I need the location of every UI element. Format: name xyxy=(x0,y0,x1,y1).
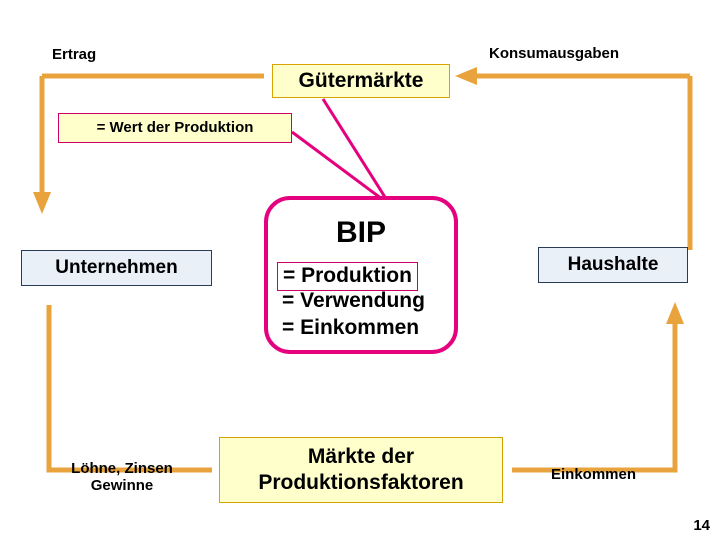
label-einkommen: Einkommen xyxy=(551,466,637,483)
box-guetermaerkte: Gütermärkte xyxy=(272,64,450,98)
arrow-loehne-shaft xyxy=(46,305,212,473)
label-konsumausgaben: Konsumausgaben xyxy=(489,45,620,62)
bip-line-einkommen: = Einkommen xyxy=(282,316,420,339)
box-bip: BIP = Produktion = Verwendung = Einkomme… xyxy=(264,196,458,354)
connector-wert-to-bip xyxy=(291,130,391,207)
box-unternehmen: Unternehmen xyxy=(21,250,212,286)
label-ertrag: Ertrag xyxy=(52,46,97,63)
arrow-einkommen-shaft xyxy=(512,318,678,473)
box-wert-der-produktion: = Wert der Produktion xyxy=(58,113,292,143)
connector-guetermaerkte-to-bip xyxy=(321,98,392,206)
arrow-konsum-head xyxy=(455,67,477,85)
arrow-einkommen-head xyxy=(666,302,684,324)
box-haushalte: Haushalte xyxy=(538,247,688,283)
page-number: 14 xyxy=(693,517,710,534)
arrow-ertrag-head xyxy=(33,192,51,214)
bip-title: BIP xyxy=(335,216,386,249)
bip-line-verwendung: = Verwendung xyxy=(282,289,425,312)
bip-line-produktion: = Produktion xyxy=(277,262,418,291)
